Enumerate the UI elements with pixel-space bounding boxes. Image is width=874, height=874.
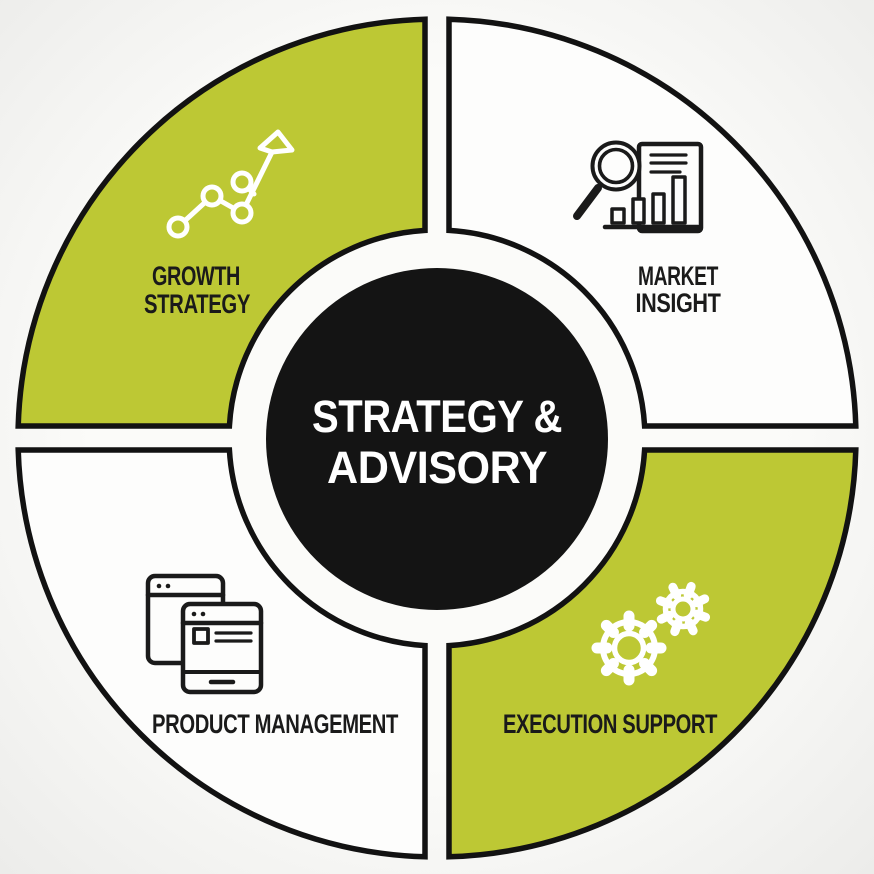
market-insight-label-line1: MARKET [638,261,719,291]
product-management-label: PRODUCT MANAGEMENT [152,709,399,739]
center-title-line2: ADVISORY [327,442,547,493]
growth-arrow-chart-icon [166,129,295,239]
market-insight-label-line2: INSIGHT [636,288,722,318]
growth-strategy-label-line1: GROWTH [152,261,240,291]
segment-growth-strategy [15,16,428,429]
center-disc [266,268,608,610]
growth-strategy-label-line2: STRATEGY [144,289,250,319]
magnifier-bar-chart-icon [573,140,704,234]
execution-support-label: EXECUTION SUPPORT [503,709,718,739]
gears-icon [591,581,711,686]
browser-windows-icon [145,573,264,695]
center-title-line1: STRATEGY & [312,391,562,442]
